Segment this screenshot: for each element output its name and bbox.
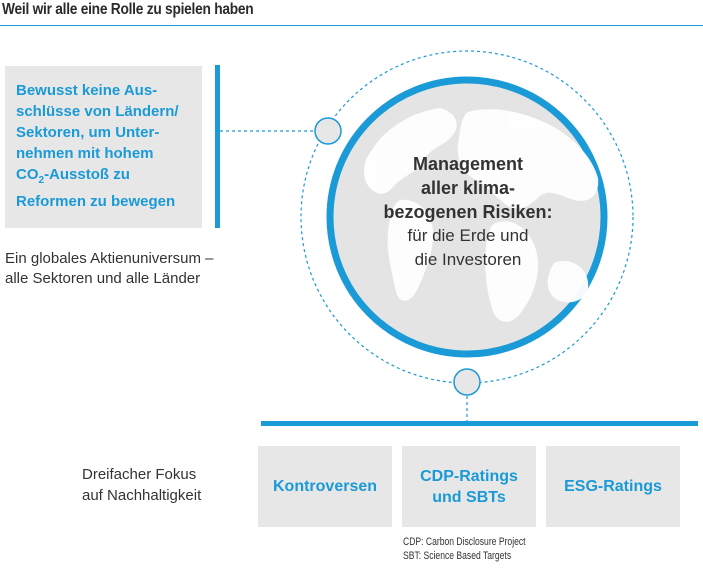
focus-label-line: auf Nachhaltigkeit — [82, 487, 202, 504]
left-box-line: Reformen zu bewegen — [16, 193, 176, 210]
title-rule — [0, 25, 703, 26]
world-map-icon — [364, 108, 599, 322]
focus-accent-bar — [261, 421, 698, 426]
focus-label: Dreifacher Fokus auf Nachhaltigkeit — [82, 464, 252, 506]
focus-box-kontroversen: Kontroversen — [258, 446, 392, 527]
bottom-node — [453, 368, 481, 396]
focus-box-line: ESG-Ratings — [564, 478, 662, 495]
left-box-line-co2: CO2-Ausstoß zu — [16, 164, 202, 191]
co2-prefix: CO — [16, 166, 39, 183]
universe-caption-line: alle Sektoren und alle Länder — [5, 270, 201, 287]
center-text: Management aller klima- bezogenen Risike… — [350, 152, 586, 272]
left-accent-bar — [215, 65, 220, 228]
left-box-text: Bewusst keine Aus- schlüsse von Ländern/… — [16, 80, 202, 212]
focus-box-line: und SBTs — [432, 488, 506, 506]
co2-suffix: -Ausstoß zu — [44, 166, 130, 183]
left-box-line: schlüsse von Ländern/ — [16, 103, 179, 120]
focus-box-esg-ratings: ESG-Ratings — [546, 446, 680, 527]
focus-label-line: Dreifacher Fokus — [82, 466, 197, 483]
left-box-line: nehmen mit hohem — [16, 145, 154, 162]
left-box-line: Bewusst keine Aus- — [16, 82, 158, 99]
page-title: Weil wir alle eine Rolle zu spielen habe… — [2, 1, 254, 18]
focus-box-cdp-ratings: CDP-Ratings und SBTs — [402, 446, 536, 527]
focus-box-line: CDP-Ratings — [420, 467, 518, 485]
center-title-line: aller klima- — [420, 178, 516, 198]
left-box-background — [5, 66, 202, 228]
footnote-line: CDP: Carbon Disclosure Project — [403, 536, 526, 548]
footnote: CDP: Carbon Disclosure Project SBT: Scie… — [403, 535, 526, 563]
center-title-line: bezogenen Risiken: — [383, 202, 553, 222]
universe-caption-line: Ein globales Aktienuniversum – — [5, 250, 214, 267]
center-subtitle-line: für die Erde und — [407, 226, 529, 245]
footnote-line: SBT: Science Based Targets — [403, 550, 512, 562]
left-node — [314, 117, 342, 145]
left-box-line: Sektoren, um Unter- — [16, 124, 160, 141]
universe-caption: Ein globales Aktienuniversum – alle Sekt… — [5, 249, 255, 289]
center-subtitle-line: die Investoren — [414, 250, 522, 269]
center-title-line: Management — [412, 154, 524, 174]
co2-subscript: 2 — [38, 175, 45, 186]
focus-box-line: Kontroversen — [272, 478, 378, 495]
